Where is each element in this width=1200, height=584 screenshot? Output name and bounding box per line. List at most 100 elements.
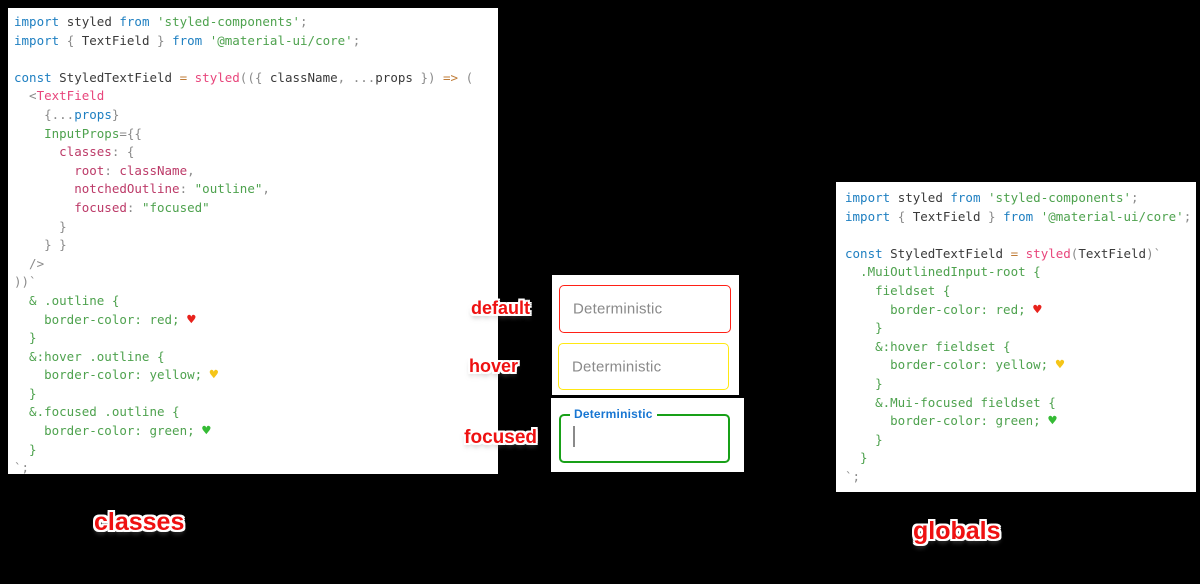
code-token: "outline" (194, 181, 263, 197)
code-token: border-color: green; (845, 413, 1049, 429)
code-token: &:hover .outline { (14, 348, 165, 364)
text-cursor-icon (573, 426, 575, 447)
code-token: StyledTextField (59, 69, 180, 85)
code-token: props (375, 69, 413, 85)
code-token: notchedOutline (14, 181, 180, 197)
code-line: border-color: yellow; ♥ (14, 366, 494, 385)
textfield-default[interactable]: Deterministic (559, 285, 731, 333)
code-line: } (845, 319, 1192, 338)
code-line: border-color: red; ♥ (845, 301, 1192, 320)
code-token: { (897, 208, 913, 224)
code-token: from (950, 190, 989, 205)
code-line: } (14, 218, 494, 237)
code-token: (({ (239, 69, 270, 85)
code-line: ))` (14, 273, 494, 292)
code-line: import { TextField } from '@material-ui/… (14, 32, 494, 51)
code-line: import { TextField } from '@material-ui/… (845, 208, 1192, 227)
code-token: from (172, 32, 210, 48)
code-line: import styled from 'styled-components'; (14, 13, 494, 32)
code-line: } (845, 375, 1192, 394)
code-line: const StyledTextField = styled(TextField… (845, 245, 1192, 264)
textfield-focused[interactable]: Deterministic (559, 407, 730, 463)
code-token: .MuiOutlinedInput-root { (845, 264, 1041, 280)
code-token: const (845, 245, 891, 261)
code-line: &.focused .outline { (14, 403, 494, 422)
code-token: ={{ (119, 125, 142, 141)
code-line: &:hover .outline { (14, 348, 494, 367)
code-line: /> (14, 255, 494, 274)
heart-green-icon: ♥ (202, 423, 211, 440)
textfield-placeholder: Deterministic (572, 358, 662, 375)
code-token: '@material-ui/core' (1040, 208, 1184, 224)
textfield-floating-label: Deterministic (570, 407, 657, 421)
code-token: } (14, 330, 37, 346)
code-token: border-color: red; (14, 311, 188, 327)
code-line: } (14, 329, 494, 348)
code-token: } (845, 450, 868, 466)
heart-red-icon: ♥ (1033, 301, 1042, 318)
code-token: from (1003, 208, 1041, 224)
code-line: notchedOutline: "outline", (14, 180, 494, 199)
code-token: root (14, 162, 105, 178)
code-token: import (845, 208, 898, 224)
code-token: } } (14, 237, 67, 253)
code-token: border-color: yellow; (845, 357, 1056, 373)
state-label-default: default (470, 298, 530, 318)
code-token: => (443, 69, 466, 85)
code-token: & .outline { (14, 292, 120, 308)
code-token: < (14, 88, 37, 104)
code-token: classes (14, 144, 112, 160)
code-token: &.focused .outline { (14, 404, 180, 420)
code-token: border-color: yellow; (14, 367, 210, 383)
code-token: border-color: red; (845, 301, 1034, 317)
code-line: border-color: yellow; ♥ (845, 356, 1192, 375)
code-token: className (119, 162, 188, 178)
heart-yellow-icon: ♥ (209, 367, 219, 384)
code-token: } (988, 208, 1004, 224)
code-token: 'styled-components' (157, 14, 301, 29)
code-line: &.Mui-focused fieldset { (845, 394, 1192, 413)
code-token: ; (1131, 190, 1139, 205)
code-token: styled (1025, 245, 1071, 261)
code-token: `; (14, 460, 30, 474)
code-token: : (179, 181, 195, 197)
code-token: props (74, 106, 112, 122)
code-token: = (179, 69, 195, 85)
code-line: border-color: green; ♥ (845, 412, 1192, 431)
code-token: } (14, 385, 37, 401)
code-token: }) (412, 69, 444, 85)
caption-classes: classes (94, 508, 185, 536)
code-token: /> (14, 255, 45, 271)
code-token: ))` (14, 274, 37, 290)
code-token: : (126, 199, 142, 215)
code-line: } (845, 431, 1192, 450)
code-line: `; (14, 459, 494, 474)
code-token: { (66, 32, 82, 48)
code-line: } (14, 441, 494, 460)
code-token: '@material-ui/core' (209, 32, 353, 48)
code-token: {... (14, 106, 75, 122)
caption-globals: globals (913, 517, 1001, 545)
code-token: StyledTextField (890, 245, 1011, 261)
code-line: &:hover fieldset { (845, 338, 1192, 357)
code-line: InputProps={{ (14, 125, 494, 144)
code-token: focused (14, 199, 127, 215)
state-label-hover: hover (468, 356, 518, 376)
state-label-focused: focused (464, 427, 537, 448)
code-token: ; (1183, 208, 1192, 224)
code-token: const (14, 69, 60, 85)
code-token: from (119, 14, 158, 29)
textfield-hover[interactable]: Deterministic (558, 343, 729, 390)
code-token: TextField (912, 208, 989, 224)
code-token: styled (194, 69, 240, 85)
code-line: .MuiOutlinedInput-root { (845, 263, 1192, 282)
code-token: 'styled-components' (988, 190, 1132, 205)
code-token: import (14, 32, 67, 48)
code-token: } (157, 32, 173, 48)
code-token: = (1010, 245, 1026, 261)
code-token: styled (897, 190, 951, 205)
code-line: {...props} (14, 106, 494, 125)
code-line: border-color: green; ♥ (14, 422, 494, 441)
code-token: , ... (337, 69, 376, 85)
